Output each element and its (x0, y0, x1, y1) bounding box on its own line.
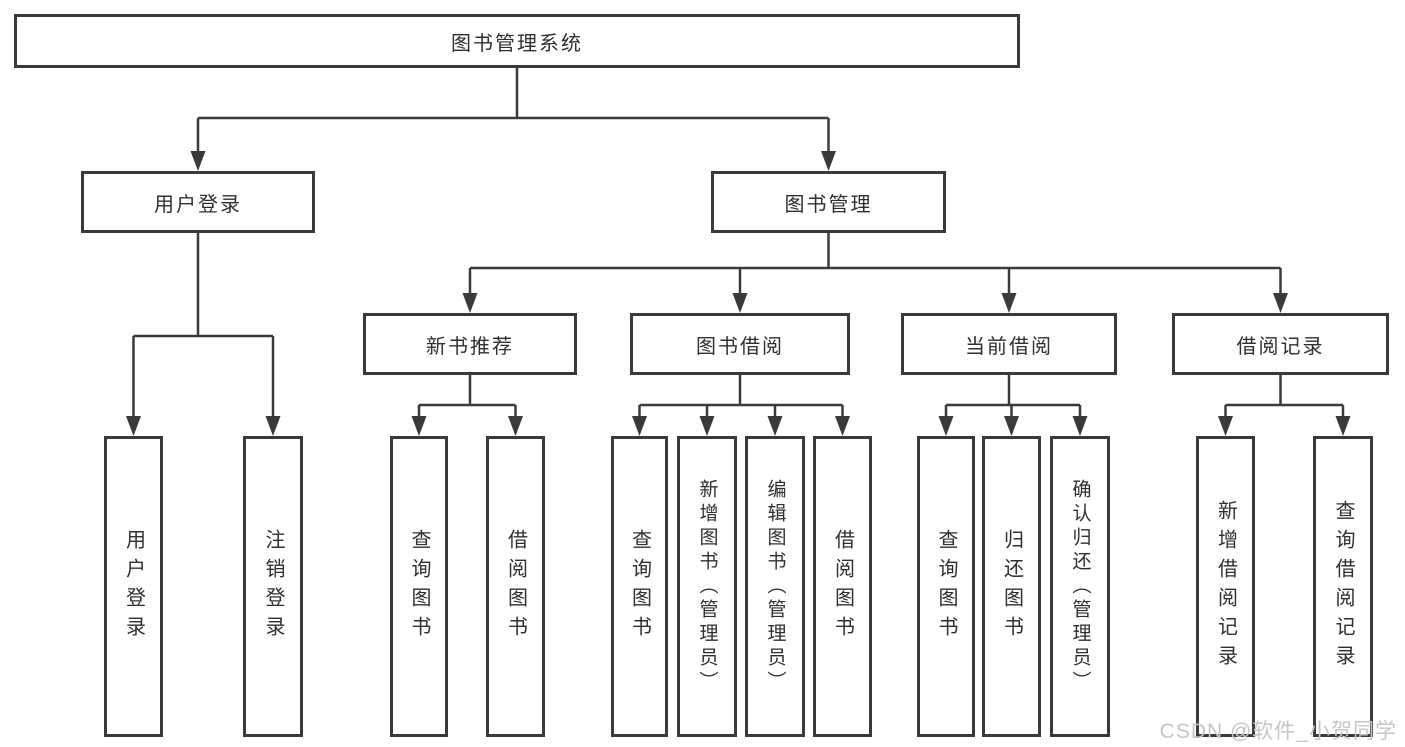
leaf-edit-books-admin: 编辑图书（管理员） (745, 436, 805, 737)
leaf-query-books-recommend: 查询图书 (390, 436, 448, 737)
node-book-management: 图书管理 (711, 171, 946, 233)
node-borrowing-records: 借阅记录 (1172, 313, 1389, 375)
node-label: 当前借阅 (965, 335, 1053, 358)
leaf-borrow-books: 借阅图书 (813, 436, 872, 737)
node-label: 查询借阅记录 (1332, 499, 1354, 674)
node-label: 用户登录 (154, 193, 242, 216)
node-current-borrowing: 当前借阅 (901, 313, 1117, 375)
leaf-query-books-current: 查询图书 (917, 436, 975, 737)
node-label: 图书借阅 (696, 335, 784, 358)
node-library-management-system: 图书管理系统 (14, 14, 1020, 68)
node-label: 查询图书 (628, 528, 651, 645)
node-book-borrowing: 图书借阅 (630, 313, 850, 375)
node-label: 借阅图书 (831, 528, 854, 645)
leaf-borrow-books-recommend: 借阅图书 (486, 436, 545, 737)
node-label: 编辑图书（管理员） (764, 478, 786, 695)
node-label: 图书管理系统 (451, 32, 583, 55)
node-label: 新增借阅记录 (1214, 499, 1237, 674)
node-label: 查询图书 (408, 528, 430, 645)
node-label: 归还图书 (1000, 528, 1023, 645)
node-user-login: 用户登录 (81, 171, 315, 233)
csdn-watermark: CSDN @软件_小贺同学 (1159, 720, 1397, 743)
node-label: 借阅记录 (1236, 335, 1325, 358)
leaf-confirm-return-admin: 确认归还（管理员） (1050, 436, 1110, 737)
node-label: 新增图书（管理员） (696, 478, 718, 695)
leaf-return-books: 归还图书 (982, 436, 1041, 737)
node-label: 注销登录 (262, 528, 284, 645)
leaf-query-borrow-record: 查询借阅记录 (1313, 436, 1373, 737)
leaf-add-books-admin: 新增图书（管理员） (677, 436, 737, 737)
node-label: 查询图书 (935, 528, 957, 645)
node-new-book-recommendation: 新书推荐 (363, 313, 577, 375)
node-label: 借阅图书 (504, 528, 527, 645)
leaf-logout: 注销登录 (243, 436, 303, 737)
node-label: 确认归还（管理员） (1069, 478, 1091, 695)
leaf-add-borrow-record: 新增借阅记录 (1196, 436, 1255, 737)
node-label: 用户登录 (122, 528, 145, 645)
leaf-user-login: 用户登录 (104, 436, 163, 737)
leaf-query-books-borrowing: 查询图书 (611, 436, 668, 737)
node-label: 图书管理 (784, 193, 873, 216)
node-label: 新书推荐 (426, 335, 514, 358)
